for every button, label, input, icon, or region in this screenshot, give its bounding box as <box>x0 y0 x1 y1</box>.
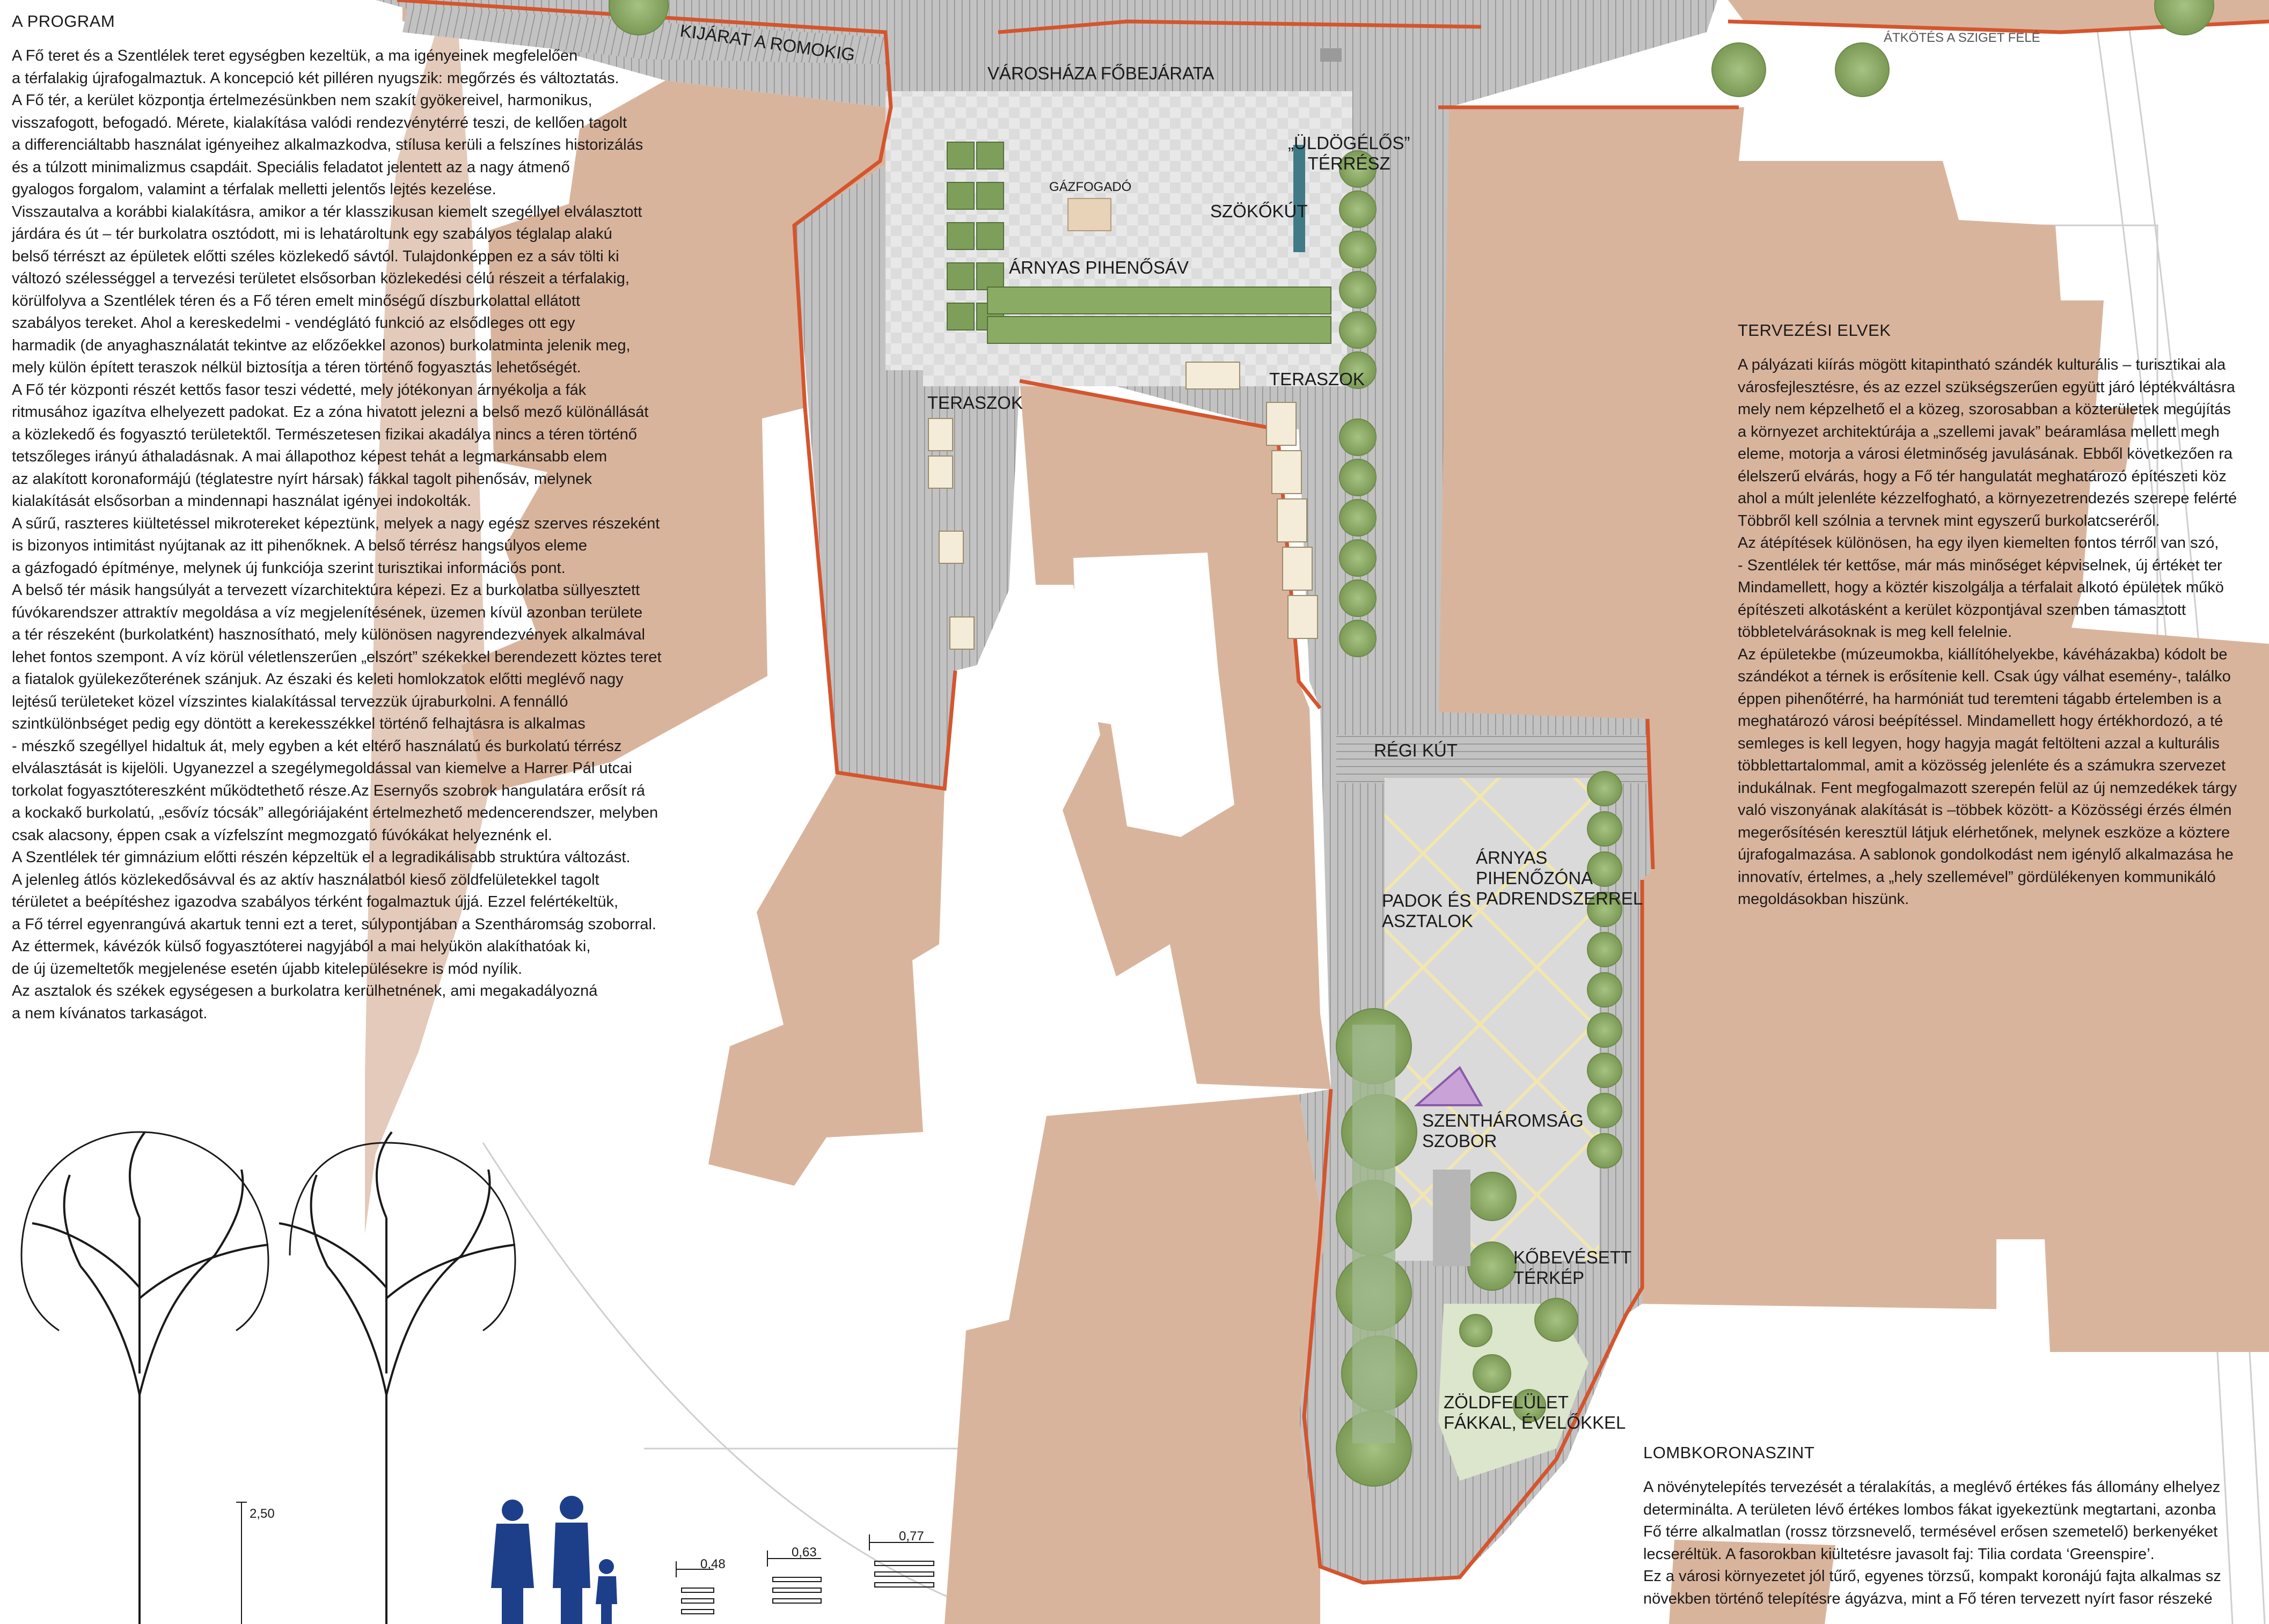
terraces <box>928 362 1318 650</box>
program-body: A Fő teret és a Szentlélek teret egységb… <box>12 47 662 1022</box>
label-szobor: SZENTHÁROMSÁG SZOBOR <box>1422 1111 1584 1151</box>
lomb-body: A növénytelepítés tervezését a téralakít… <box>1643 1479 2221 1607</box>
program-panel: A PROGRAM A Fő teret és a Szentlélek ter… <box>12 12 774 1025</box>
fountain-channel <box>1293 145 1305 252</box>
szobor-mark <box>1414 1065 1483 1106</box>
tree-sketches <box>20 1131 516 1624</box>
dim-bench-1: 0,48 <box>700 1557 726 1571</box>
program-title: A PROGRAM <box>12 12 115 31</box>
lomb-title: LOMBKORONASZINT <box>1643 1443 1815 1462</box>
plan-features <box>1067 48 1483 1443</box>
label-teraszok-right: TERASZOK <box>1269 369 1365 389</box>
people-figures <box>491 1496 617 1624</box>
lombkoronaszint-panel: LOMBKORONASZINT A növénytelepítés tervez… <box>1643 1443 2269 1610</box>
label-teraszok-left: TERASZOK <box>927 393 1023 413</box>
buildings <box>365 0 2269 1624</box>
dim-bench-2: 0,63 <box>792 1545 817 1560</box>
label-varoshaza: VÁROSHÁZA FŐBEJÁRATA <box>987 63 1214 83</box>
label-padok: PADOK ÉS ASZTALOK <box>1382 891 1473 931</box>
elvek-title: TERVEZÉSI ELVEK <box>1738 321 1891 340</box>
label-regi-kut: RÉGI KÚT <box>1374 740 1458 760</box>
dim-bench-3: 0,77 <box>899 1529 924 1544</box>
label-atkotes: ÁTKÖTÉS A SZIGET FELÉ <box>1884 31 2040 45</box>
gazfogado-mark <box>1067 198 1111 231</box>
label-gazfogado: GÁZFOGADÓ <box>1049 180 1132 194</box>
label-uldogelos: „ÜLDÖGÉLŐS” TÉRRÉSZ <box>1288 133 1410 173</box>
label-arnyas-pihenozona: ÁRNYAS PIHENŐZÓNA PADRENDSZERREL <box>1476 848 1643 908</box>
label-arnyas-pihenosav: ÁRNYAS PIHENŐSÁV <box>1009 258 1189 277</box>
bench-details <box>676 1534 934 1614</box>
label-szokokut: SZÖKŐKÚT <box>1210 201 1308 221</box>
hedge-rows <box>947 142 1331 344</box>
dim-tree-height: 2,50 <box>250 1507 275 1521</box>
label-zoldfelulet: ZÖLDFELÜLET FÁKKAL, ÉVELŐKKEL <box>1444 1392 1626 1432</box>
label-terkep: KŐBEVÉSETT TÉRKÉP <box>1513 1247 1632 1288</box>
elvek-body: A pályázati kiírás mögött kitapintható s… <box>1738 356 2237 908</box>
tervezesi-elvek-panel: TERVEZÉSI ELVEK A pályázati kiírás mögöt… <box>1738 321 2269 911</box>
